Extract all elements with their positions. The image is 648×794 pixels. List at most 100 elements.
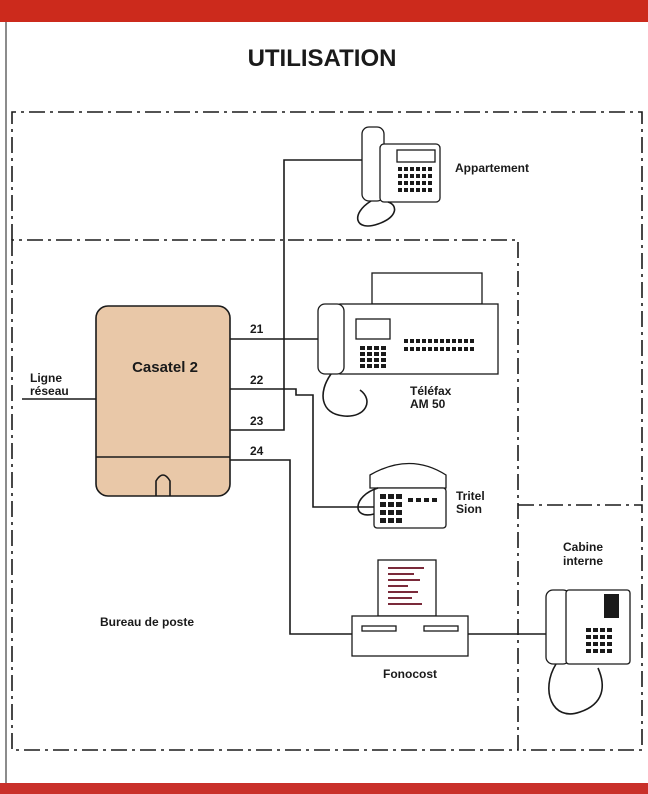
keypad-key	[586, 649, 591, 653]
keypad-key	[404, 174, 408, 178]
keypad-key	[360, 352, 365, 356]
telefax-label-1: Téléfax	[410, 384, 452, 398]
keypad-key	[428, 167, 432, 171]
keypad-key	[424, 498, 429, 502]
wiring	[22, 159, 546, 635]
casatel-label: Casatel 2	[132, 359, 198, 376]
keypad-key	[388, 518, 394, 523]
keypad-key	[440, 347, 444, 351]
telefax-label-2: AM 50	[410, 397, 446, 411]
keypad-key	[607, 635, 612, 639]
keypad-key	[464, 339, 468, 343]
keypad-key	[428, 174, 432, 178]
keypad-key	[434, 339, 438, 343]
keypad-key	[416, 181, 420, 185]
keypad-key	[381, 352, 386, 356]
fonocost-label: Fonocost	[383, 667, 437, 681]
keypad-key	[396, 510, 402, 515]
keypad-key	[452, 339, 456, 343]
keypad-key	[416, 188, 420, 192]
keypad-key	[422, 347, 426, 351]
tritel-label-1: Tritel	[456, 489, 485, 503]
keypad-key	[410, 339, 414, 343]
keypad-key	[452, 347, 456, 351]
keypad-key	[404, 167, 408, 171]
keypad-key	[360, 364, 365, 368]
keypad-key	[607, 628, 612, 632]
keypad-key	[428, 339, 432, 343]
keypad-key	[422, 339, 426, 343]
keypad-key	[416, 347, 420, 351]
appartement-telephone-icon	[356, 126, 441, 227]
keypad-key	[458, 347, 462, 351]
top-color-bar	[0, 0, 648, 22]
keypad-key	[398, 181, 402, 185]
keypad-key	[416, 498, 421, 502]
keypad-key	[388, 510, 394, 515]
port-label-24: 24	[250, 444, 264, 458]
keypad-key	[360, 346, 365, 350]
keypad-key	[396, 494, 402, 499]
keypad-key	[586, 642, 591, 646]
keypad-key	[586, 628, 591, 632]
keypad-key	[360, 358, 365, 362]
keypad-key	[422, 188, 426, 192]
zone-bureau-boundary	[11, 239, 519, 751]
keypad-key	[593, 628, 598, 632]
cabine-telephone-icon	[545, 589, 631, 715]
port-label-23: 23	[250, 414, 264, 428]
port-label-21: 21	[250, 322, 264, 336]
bureau-de-poste-label: Bureau de poste	[100, 615, 194, 629]
keypad-key	[374, 364, 379, 368]
keypad-key	[416, 167, 420, 171]
keypad-key	[432, 498, 437, 502]
keypad-key	[398, 174, 402, 178]
keypad-key	[428, 181, 432, 185]
keypad-key	[470, 339, 474, 343]
casatel-unit: Casatel 2	[95, 305, 231, 497]
keypad-key	[398, 167, 402, 171]
ligne-reseau-label-2: réseau	[30, 384, 69, 398]
casatel-slot	[155, 474, 171, 496]
cabine-label-2: interne	[563, 554, 603, 568]
keypad-key	[398, 188, 402, 192]
keypad-key	[428, 188, 432, 192]
keypad-key	[600, 628, 605, 632]
keypad-key	[410, 174, 414, 178]
keypad-key	[607, 642, 612, 646]
tritel-label-2: Sion	[456, 502, 482, 516]
keypad-key	[446, 339, 450, 343]
wire-23	[230, 159, 362, 431]
keypad-key	[607, 649, 612, 653]
appartement-label: Appartement	[455, 161, 529, 175]
diagram-title: UTILISATION	[248, 45, 397, 72]
keypad-key	[367, 352, 372, 356]
keypad-key	[367, 358, 372, 362]
cabine-label-1: Cabine	[563, 540, 603, 554]
keypad-key	[381, 358, 386, 362]
keypad-key	[380, 510, 386, 515]
keypad-key	[380, 518, 386, 523]
keypad-key	[586, 635, 591, 639]
keypad-key	[446, 347, 450, 351]
keypad-key	[410, 188, 414, 192]
keypad-key	[416, 174, 420, 178]
keypad-key	[416, 339, 420, 343]
keypad-key	[440, 339, 444, 343]
keypad-key	[470, 347, 474, 351]
zone-appartement-boundary	[11, 111, 643, 505]
wire-22	[230, 388, 374, 508]
tritel-telephone-icon	[357, 462, 447, 529]
keypad-key	[458, 339, 462, 343]
keypad-key	[434, 347, 438, 351]
keypad-key	[408, 498, 413, 502]
keypad-key	[381, 346, 386, 350]
fonocost-icon	[351, 559, 469, 657]
keypad-key	[380, 494, 386, 499]
keypad-key	[381, 364, 386, 368]
keypad-key	[404, 181, 408, 185]
telefax-icon	[317, 272, 499, 417]
keypad-key	[367, 346, 372, 350]
ligne-reseau-label-1: Ligne	[30, 371, 62, 385]
